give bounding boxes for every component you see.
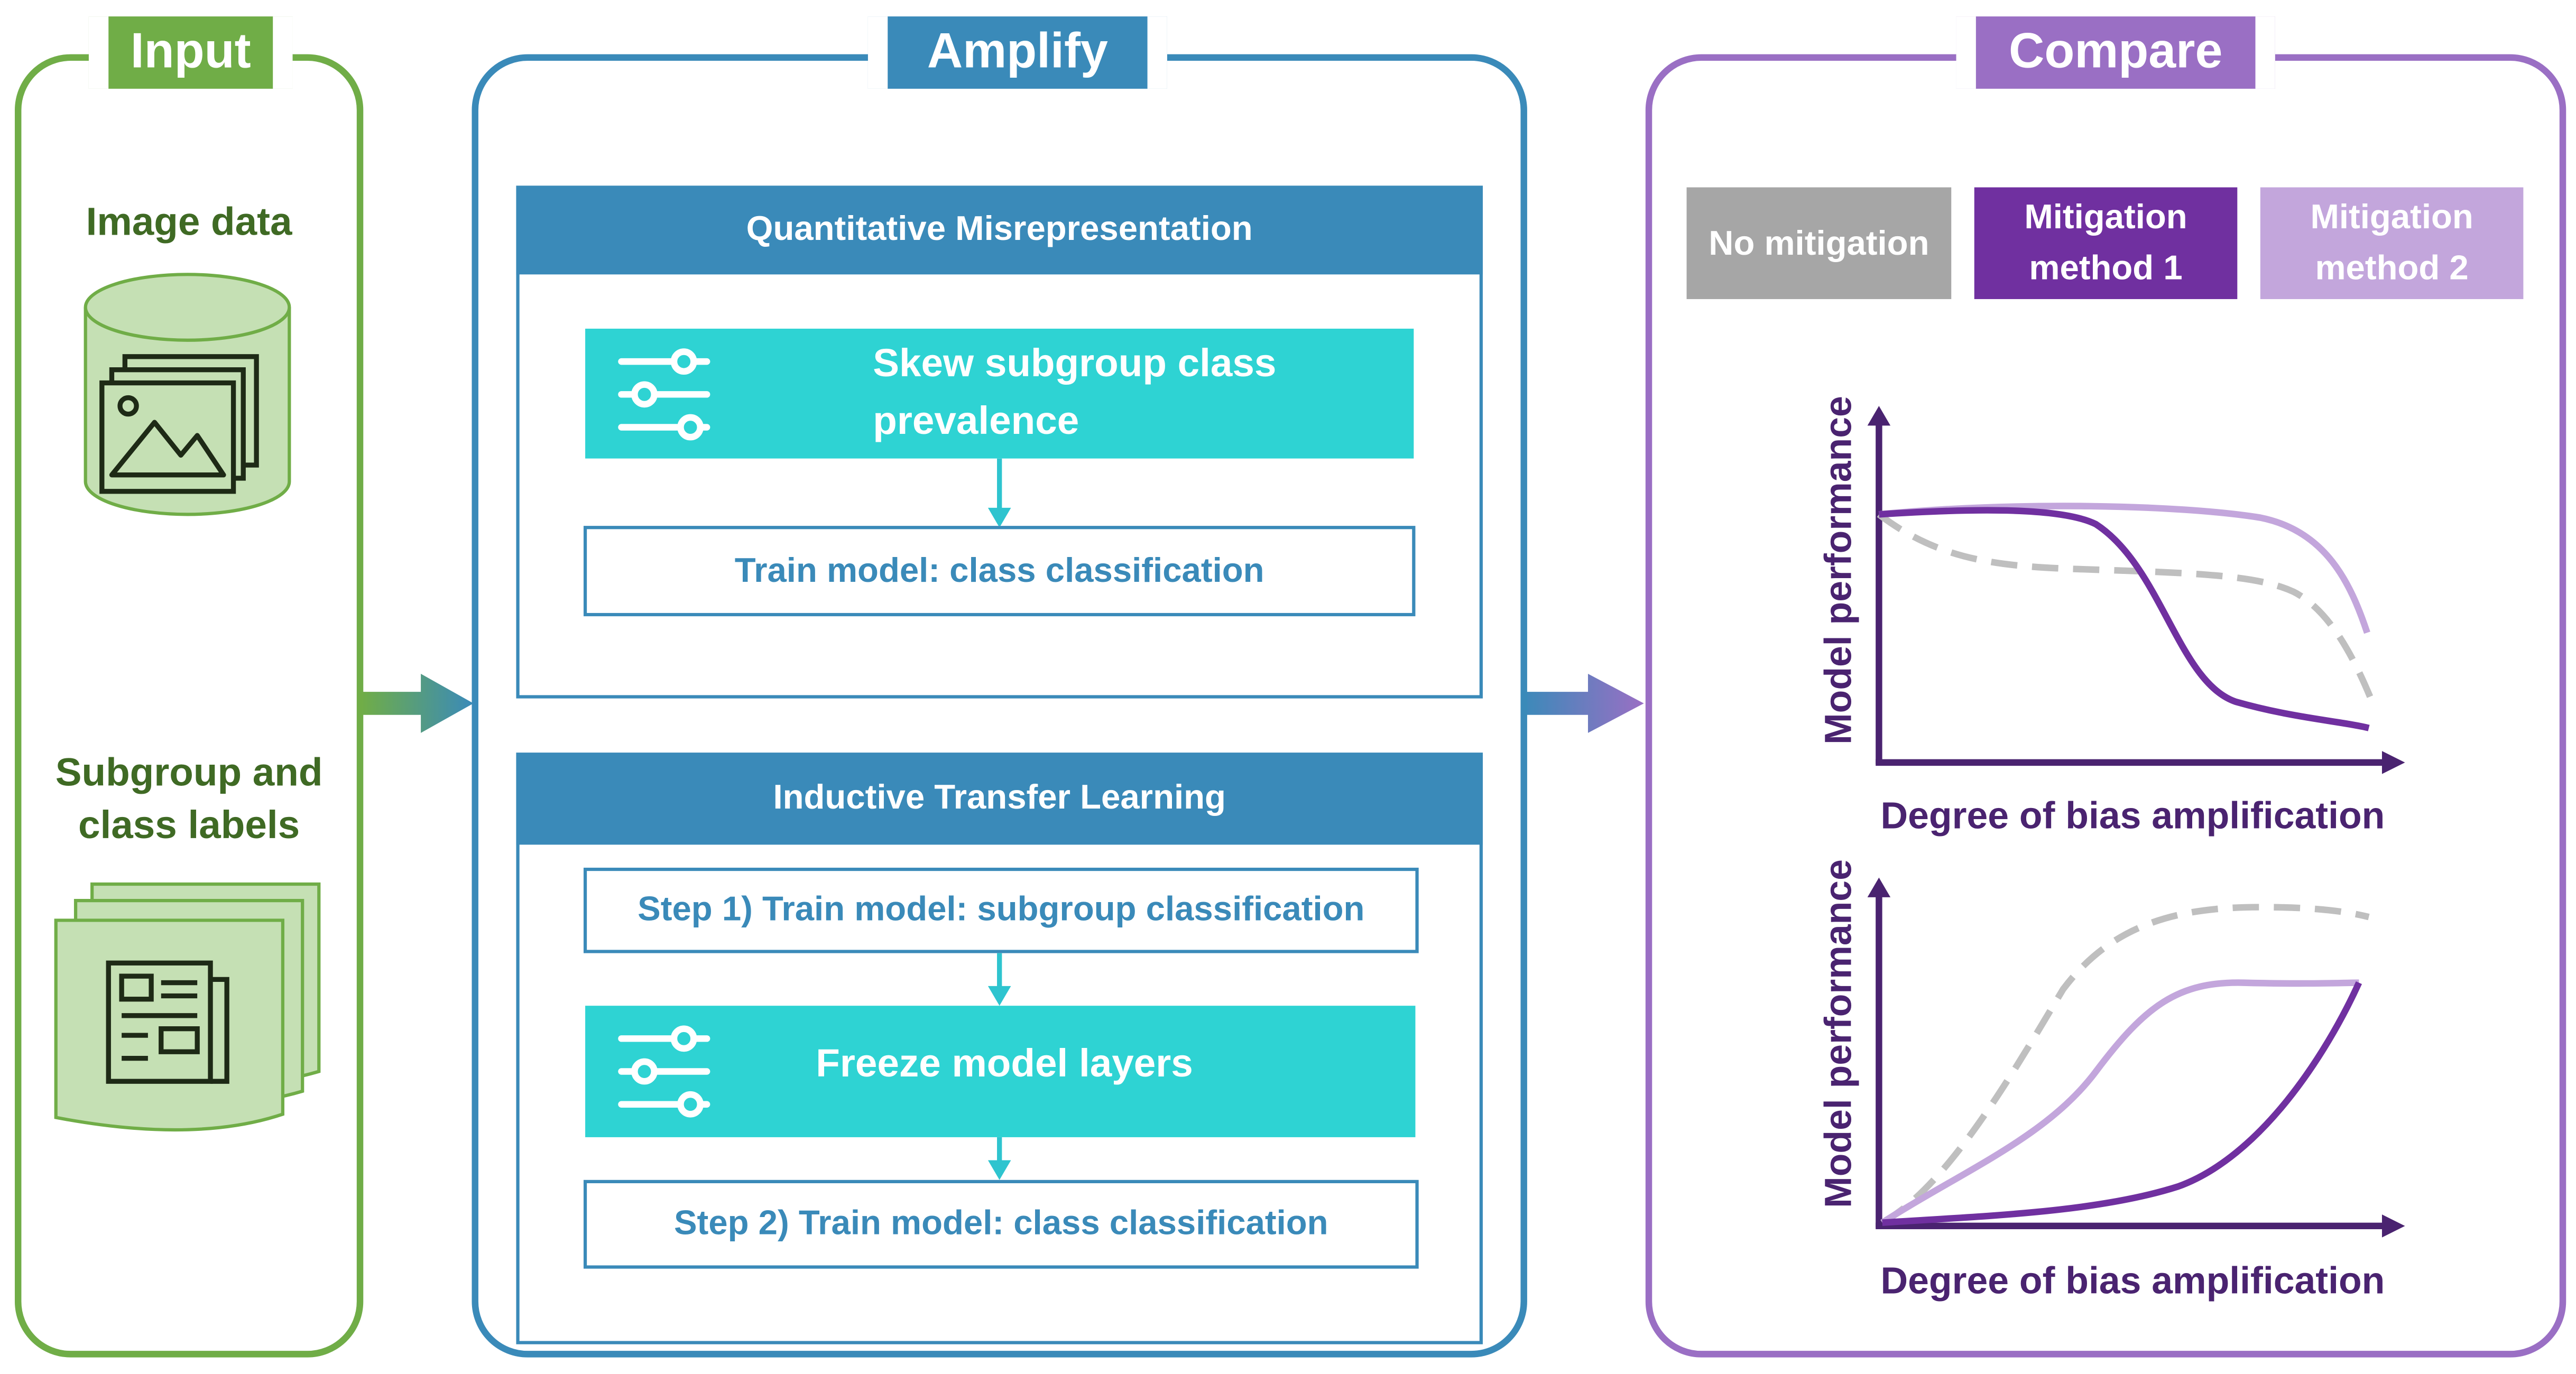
curve-mitigation-1	[1878, 507, 2370, 731]
step2-box: Step 2) Train model: class classificatio…	[583, 1180, 1419, 1269]
sliders-icon	[618, 1025, 710, 1118]
labels-label: Subgroup and class labels	[55, 751, 323, 848]
quantitative-header: Quantitative Misrepresentation	[516, 185, 1483, 275]
compare-title: Compare	[1956, 16, 2275, 89]
curve-no-mitigation	[1880, 904, 2370, 1226]
performance-plot-top	[1867, 406, 2405, 774]
document-stack-icon	[54, 882, 321, 1132]
curve-mitigation-1	[1882, 981, 2362, 1226]
step1-box: Step 1) Train model: subgroup classifica…	[583, 867, 1419, 953]
inductive-header: Inductive Transfer Learning	[516, 753, 1483, 845]
curve-mitigation-2	[1880, 979, 2359, 1226]
performance-plot-bottom	[1867, 877, 2405, 1238]
plot1-xlabel: Degree of bias amplification	[1880, 793, 2385, 837]
plot2-ylabel: Model performance	[1816, 859, 1860, 1208]
skew-prevalence-box: Skew subgroup class prevalence	[585, 328, 1414, 459]
skew-prevalence-label: Skew subgroup class prevalence	[873, 341, 1277, 444]
legend-mitigation-1: Mitigation method 1	[1974, 187, 2238, 299]
legend-no-mitigation: No mitigation	[1686, 187, 1952, 299]
legend-mitigation-2: Mitigation method 2	[2260, 187, 2524, 299]
amplify-title: Amplify	[867, 16, 1167, 89]
image-data-label: Image data	[86, 200, 292, 245]
freeze-layers-label: Freeze model layers	[816, 1042, 1193, 1087]
train-class-box: Train model: class classification	[583, 526, 1416, 617]
sliders-icon	[618, 348, 710, 441]
input-to-amplify-arrow	[362, 673, 474, 733]
flow-arrow	[987, 458, 1011, 528]
flow-arrow	[987, 1137, 1011, 1180]
curve-mitigation-2	[1878, 503, 2370, 634]
input-panel	[14, 54, 364, 1358]
input-title: Input	[88, 16, 293, 89]
amplify-to-compare-arrow	[1522, 673, 1644, 733]
plot2-xlabel: Degree of bias amplification	[1880, 1259, 2385, 1302]
plot1-ylabel: Model performance	[1816, 396, 1860, 745]
flow-arrow	[987, 953, 1011, 1006]
freeze-layers-box: Freeze model layers	[585, 1006, 1416, 1137]
curve-no-mitigation	[1877, 512, 2376, 703]
image-database-icon	[84, 273, 291, 516]
